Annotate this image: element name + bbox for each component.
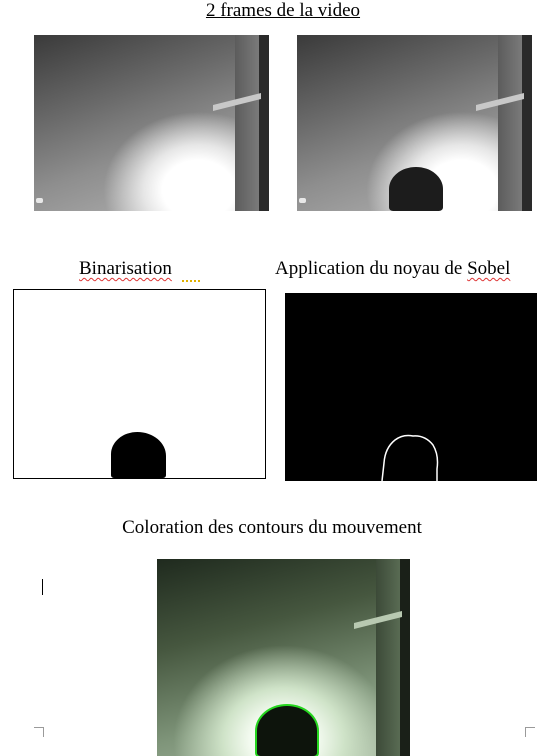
sobel-edge-drawing: [381, 434, 439, 481]
page-corner-mark-left: [34, 727, 44, 737]
caption-sobel: Application du noyau de Sobel: [275, 258, 511, 279]
video-frame-2-image: [297, 35, 532, 211]
caption-frames: 2 frames de la video: [205, 0, 361, 21]
grammar-squiggle: [182, 276, 200, 282]
colored-contours-image: [157, 559, 410, 756]
binary-head-blob: [111, 432, 166, 478]
binarisation-image: [13, 289, 266, 479]
green-contour-head: [257, 706, 317, 756]
caption-binarisation: Binarisation: [79, 258, 172, 279]
page-corner-mark-right: [525, 727, 535, 737]
text-cursor[interactable]: [42, 579, 43, 595]
sobel-image: [285, 293, 537, 481]
video-frame-1-image: [34, 35, 269, 211]
head-silhouette: [389, 167, 443, 211]
caption-coloration: Coloration des contours du mouvement: [122, 517, 422, 538]
